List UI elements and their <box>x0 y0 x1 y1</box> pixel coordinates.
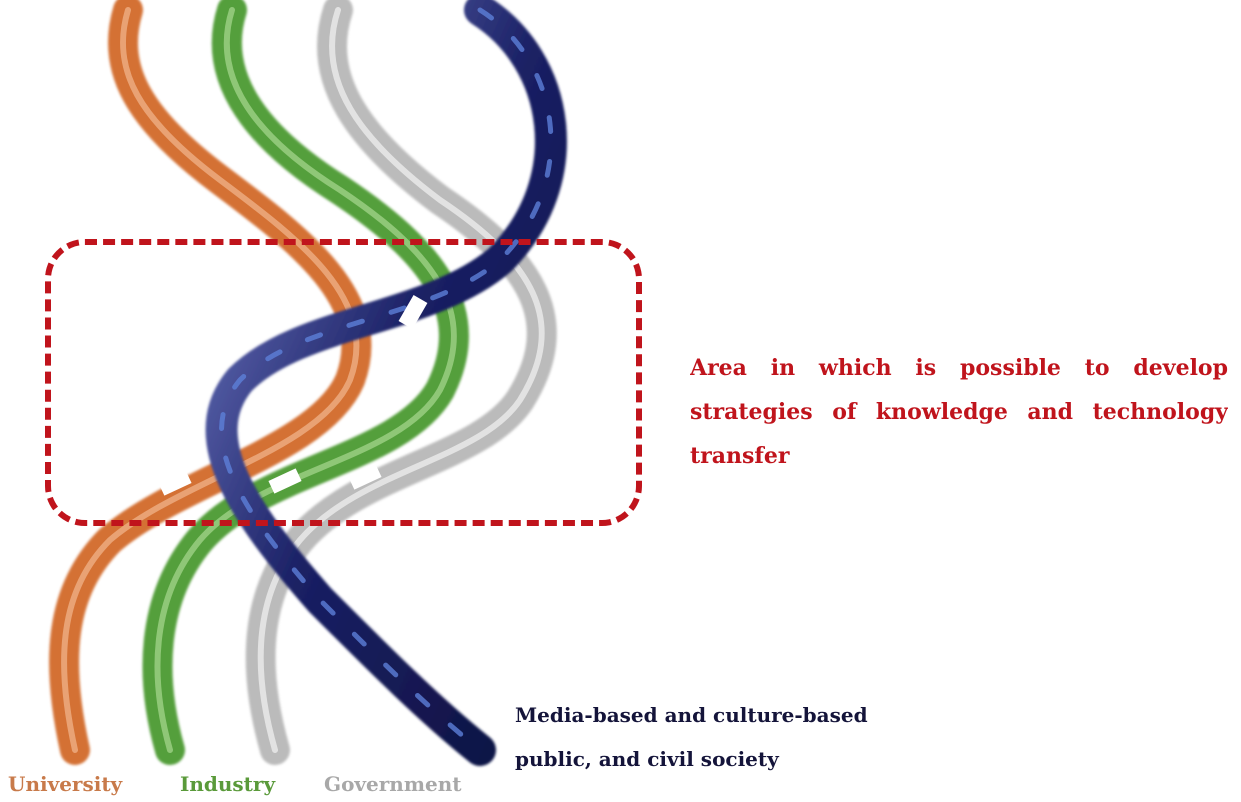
crossover-marker <box>158 470 192 496</box>
civil-society-annotation: Media-based and culture-based public, an… <box>515 703 868 771</box>
crossover-marker <box>348 464 382 490</box>
crossover-marker <box>268 468 302 494</box>
knowledge-transfer-annotation: Area in which is possible to develop str… <box>690 355 1228 469</box>
government-label: Government <box>324 772 462 796</box>
crossover-marker <box>398 295 428 329</box>
university-label: University <box>8 772 123 796</box>
knowledge-transfer-area-box <box>45 239 642 526</box>
industry-label: Industry <box>180 772 276 796</box>
